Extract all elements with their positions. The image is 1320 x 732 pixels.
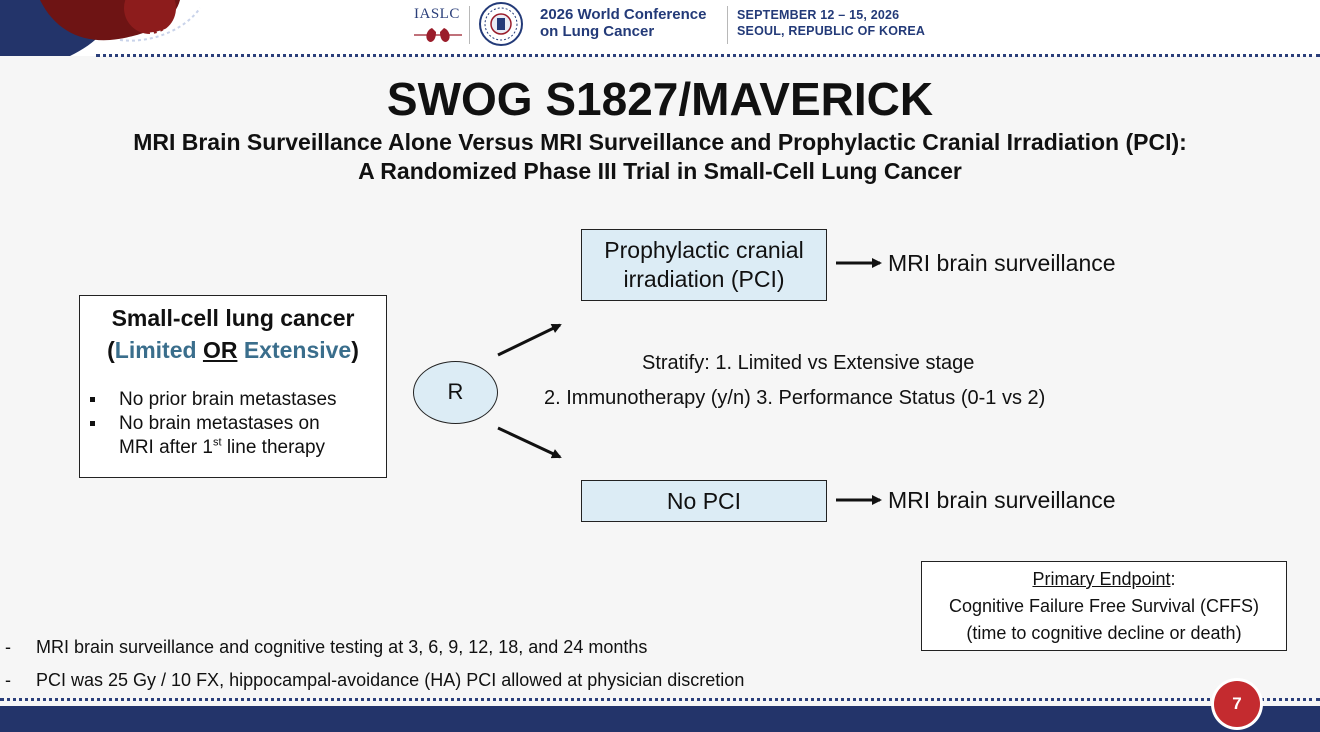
conference-name-line1: 2026 World Conference (540, 6, 707, 23)
subtitle-line2: A Randomized Phase III Trial in Small-Ce… (358, 158, 962, 184)
page-number: 7 (1214, 681, 1260, 727)
list-item: - MRI brain surveillance and cognitive t… (5, 631, 744, 664)
arrow-to-pci (497, 323, 562, 357)
header-dotted-rule (96, 54, 1320, 57)
bullet-text: No brain metastases on (119, 413, 320, 434)
ordinal-suffix: st (212, 436, 222, 449)
bullet-text-cont: MRI after 1st line therapy (119, 436, 380, 460)
endpoint-colon: : (1170, 569, 1176, 589)
conference-dates: SEPTEMBER 12 – 15, 2026 (737, 8, 900, 22)
conference-date-location: SEPTEMBER 12 – 15, 2026 SEOUL, REPUBLIC … (737, 7, 925, 39)
paren-close: ) (351, 337, 359, 363)
stage-limited: Limited (114, 337, 197, 363)
iaslc-logo-text: IASLC (414, 6, 460, 22)
page-number-badge: 7 (1211, 678, 1263, 730)
bullet-icon (90, 421, 95, 426)
primary-endpoint-box: Primary Endpoint: Cognitive Failure Free… (921, 561, 1287, 651)
list-item: - PCI was 25 Gy / 10 FX, hippocampal-avo… (5, 664, 744, 697)
pci-arm-line1: Prophylactic cranial (604, 237, 804, 263)
population-stage: (Limited OR Extensive) (80, 337, 386, 364)
stratify-line1: Stratify: 1. Limited vs Extensive stage (642, 352, 975, 374)
conference-location: SEOUL, REPUBLIC OF KOREA (737, 24, 926, 38)
endpoint-heading-row: Primary Endpoint: (922, 566, 1286, 593)
endpoint-line2: (time to cognitive decline or death) (966, 623, 1242, 643)
bullet-text: No prior brain metastases (119, 389, 337, 410)
eligibility-list: No prior brain metastases No brain metas… (90, 388, 380, 460)
corner-decoration (0, 0, 205, 56)
footnote-text: MRI brain surveillance and cognitive tes… (36, 637, 648, 657)
subtitle-line1: MRI Brain Surveillance Alone Versus MRI … (133, 129, 1187, 155)
randomization-node: R (413, 361, 498, 424)
dash-marker: - (5, 637, 11, 657)
no-pci-arm-box: No PCI (581, 480, 827, 522)
pci-arm-box: Prophylactic cranial irradiation (PCI) (581, 229, 827, 301)
footnote-text: PCI was 25 Gy / 10 FX, hippocampal-avoid… (36, 670, 745, 690)
stage-or: OR (202, 337, 238, 363)
pci-arm-line2: irradiation (PCI) (623, 266, 785, 292)
endpoint-heading: Primary Endpoint (1032, 569, 1171, 589)
conference-seal-icon (478, 1, 524, 47)
conference-name: 2026 World Conference on Lung Cancer (540, 6, 706, 40)
stratify-line2: 2. Immunotherapy (y/n) 3. Performance St… (544, 387, 1046, 409)
conference-name-line2: on Lung Cancer (540, 23, 655, 40)
lungs-icon (414, 28, 462, 42)
list-item: No brain metastases on MRI after 1st lin… (90, 412, 380, 460)
bullet-icon (90, 397, 95, 402)
eligibility-box: Small-cell lung cancer (Limited OR Exten… (79, 295, 387, 478)
no-pci-arm-outcome: MRI brain surveillance (888, 487, 1116, 513)
list-item: No prior brain metastases (90, 388, 380, 412)
paren-open: ( (107, 337, 115, 363)
footnotes: - MRI brain surveillance and cognitive t… (5, 631, 744, 697)
bullet-text-pre: MRI after 1 (119, 437, 213, 458)
header-divider (727, 6, 728, 44)
slide-subtitle: MRI Brain Surveillance Alone Versus MRI … (0, 128, 1320, 186)
iaslc-logo: IASLC (410, 4, 466, 46)
endpoint-line1: Cognitive Failure Free Survival (CFFS) (948, 596, 1260, 616)
stage-extensive: Extensive (243, 337, 352, 363)
arrow-to-no-pci (497, 426, 562, 459)
dash-marker: - (5, 670, 11, 690)
slide-title: SWOG S1827/MAVERICK (386, 73, 934, 125)
pci-arm-outcome: MRI brain surveillance (888, 250, 1116, 276)
footer-dotted-rule (0, 698, 1320, 701)
population-title: Small-cell lung cancer (111, 305, 355, 331)
footer-bar (0, 706, 1320, 732)
header-divider (469, 6, 470, 44)
bullet-text-post: line therapy (221, 437, 326, 458)
conference-header: IASLC 2026 World Conference on Lung Canc… (0, 0, 1320, 56)
